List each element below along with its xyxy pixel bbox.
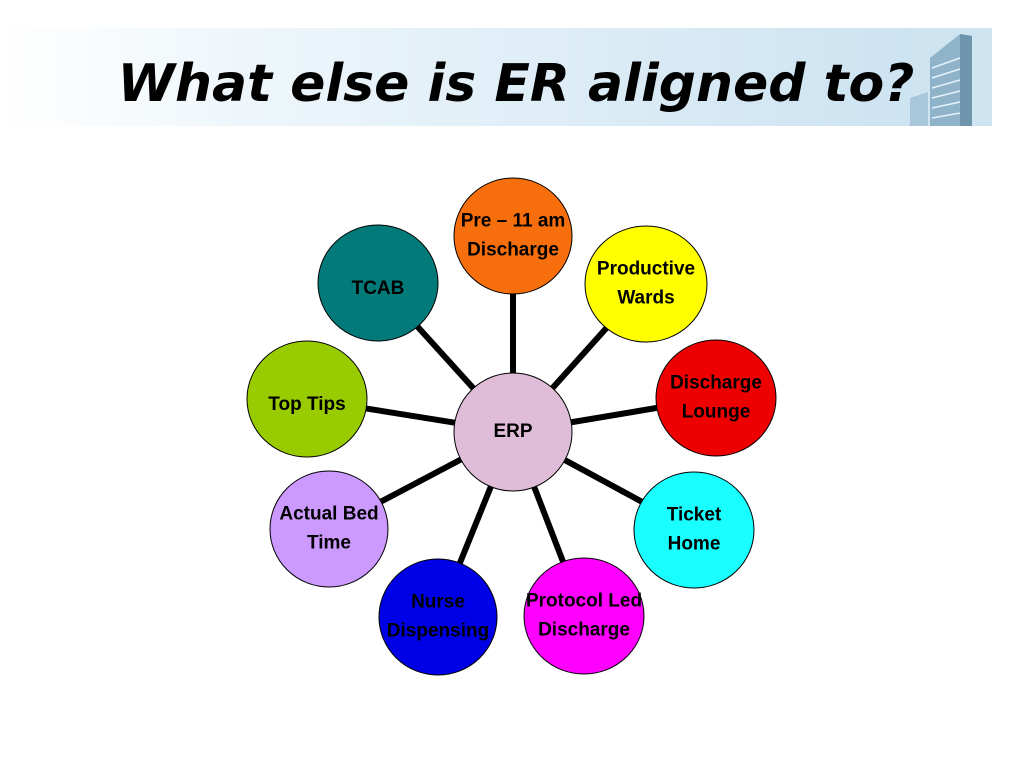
- node-label: Lounge: [682, 402, 751, 423]
- node-circle: [269, 470, 389, 588]
- slide-title: What else is ER aligned to?: [117, 54, 915, 114]
- node-circle: [317, 224, 439, 342]
- node-circle: [584, 225, 708, 343]
- node-label: Actual Bed: [279, 504, 378, 525]
- building-image: [910, 28, 992, 126]
- node-label: Discharge: [467, 240, 559, 261]
- hub: ERP: [453, 372, 573, 492]
- node: Top Tips: [246, 340, 368, 458]
- node-circle: [655, 339, 777, 457]
- node-label: Top Tips: [268, 394, 345, 415]
- node-label: Wards: [617, 288, 674, 309]
- node-circle: [378, 558, 498, 676]
- node-label: Time: [307, 533, 351, 554]
- node-circle: [633, 471, 755, 589]
- node-label: Protocol Led: [526, 591, 642, 612]
- node-circle: [246, 340, 368, 458]
- node-circle: [453, 177, 573, 295]
- node-label: Nurse: [411, 592, 465, 613]
- hub-label: ERP: [493, 421, 532, 442]
- hub-circle: [453, 372, 573, 492]
- nodes: Pre – 11 amDischargeProductiveWardsDisch…: [246, 177, 777, 676]
- node-label: Ticket: [667, 505, 722, 526]
- node-label: Pre – 11 am: [461, 211, 566, 232]
- node-label: Discharge: [538, 620, 630, 641]
- node-label: Home: [668, 534, 721, 555]
- node-label: Dispensing: [387, 621, 489, 642]
- node-circle: [523, 557, 645, 675]
- node-label: TCAB: [352, 278, 405, 299]
- node-label: Productive: [597, 259, 695, 280]
- node: Pre – 11 am Discharge: [453, 177, 573, 295]
- header-band: [0, 28, 992, 126]
- node: TCAB: [317, 224, 439, 342]
- node-label: Discharge: [670, 373, 762, 394]
